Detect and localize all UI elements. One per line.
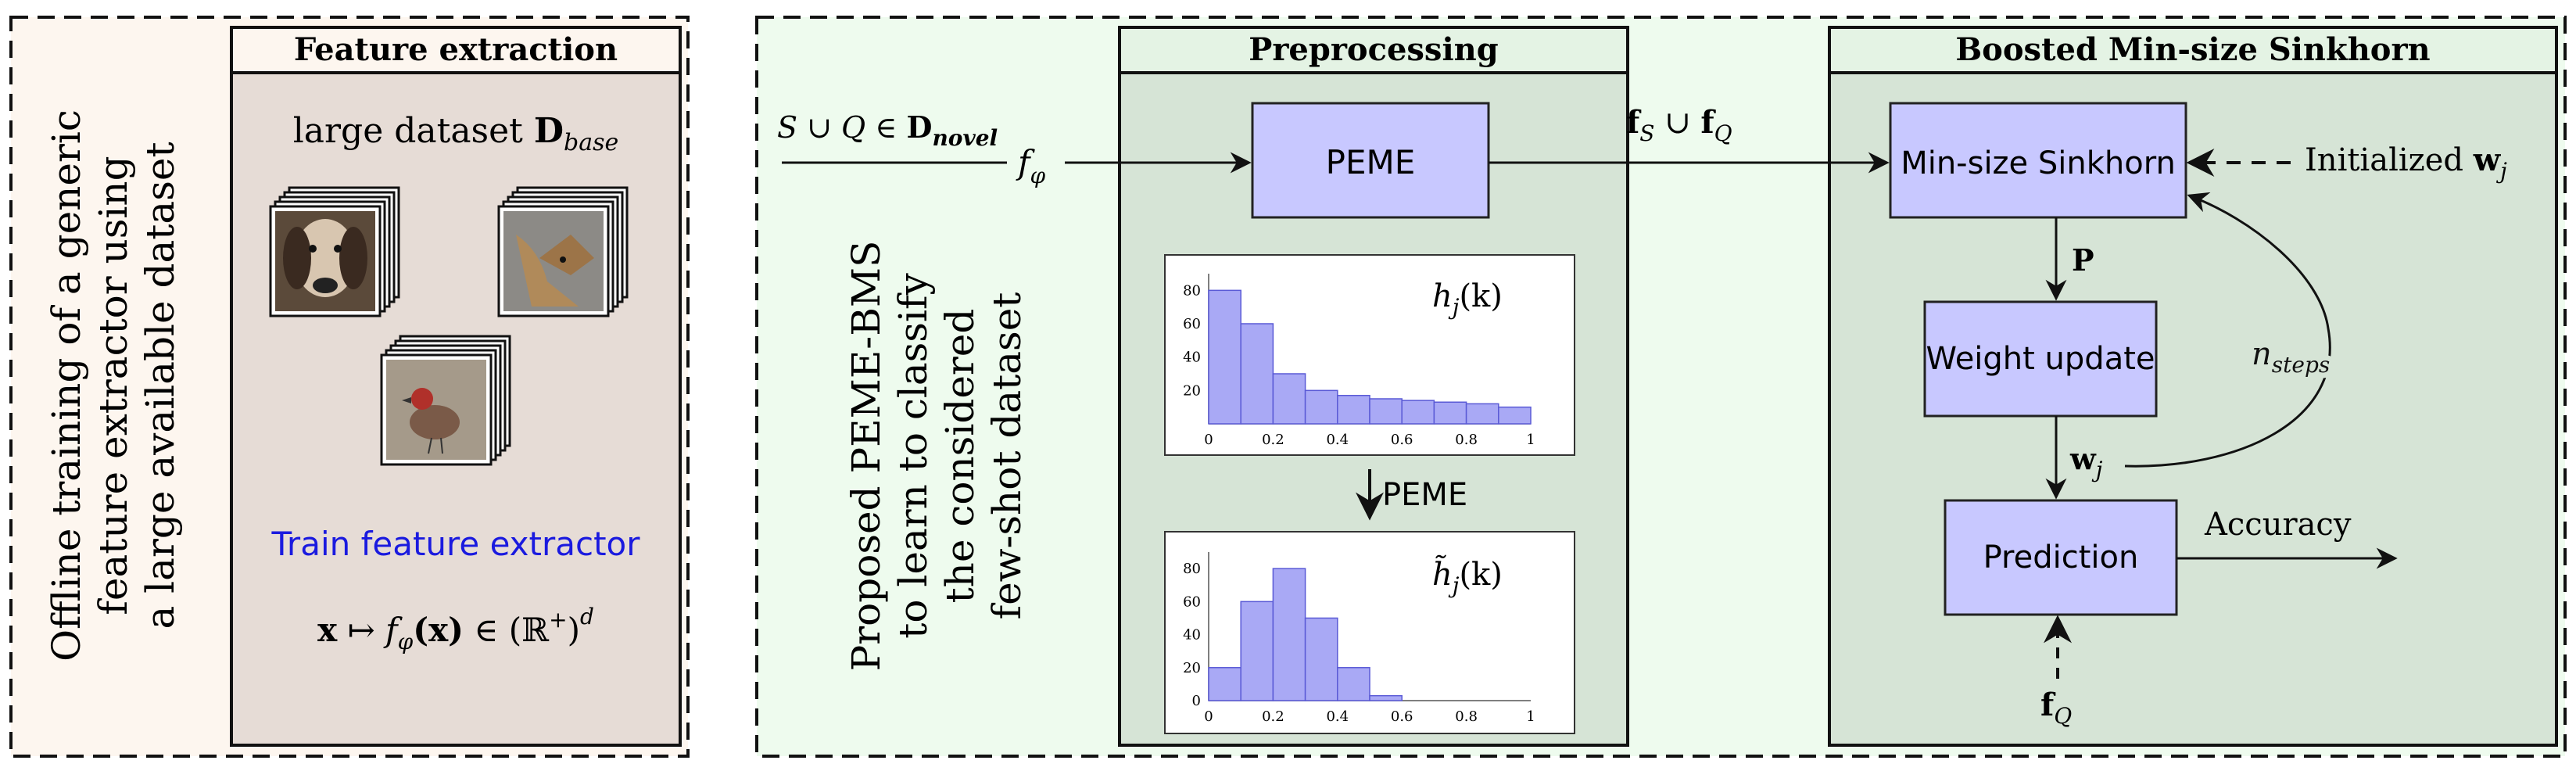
prediction-block — [1944, 499, 2178, 616]
histogram-bar — [1240, 323, 1274, 425]
weight-update-block — [1923, 300, 2158, 418]
preprocessing-title: Preprocessing — [1249, 31, 1498, 68]
prediction-block-label: Prediction — [1983, 540, 2139, 576]
fq-label: fQ — [2040, 687, 2072, 729]
left-caption-line-3: a large available dataset — [138, 142, 183, 629]
histogram-bar — [1272, 568, 1306, 701]
x-tick-label: 0 — [1204, 708, 1213, 725]
peme-block — [1251, 102, 1490, 219]
initialized-w-label: Initialized wj — [2305, 142, 2507, 184]
image-stack-bird — [380, 335, 511, 466]
histogram-2-frame — [1164, 531, 1575, 734]
y-tick-label: 40 — [1183, 350, 1201, 366]
nsteps-label: nsteps — [2252, 336, 2330, 378]
train-feature-extractor-label: Train feature extractor — [270, 525, 640, 563]
right-caption-line-3: the considered — [937, 309, 983, 604]
left-vertical-caption: Offline training of a generic feature ex… — [44, 109, 183, 662]
histogram-bar — [1304, 617, 1338, 701]
input-set-label: S ∪ Q ∈ Dnovel — [777, 109, 998, 151]
x-tick-label: 0.8 — [1455, 708, 1478, 725]
x-tick-label: 0.6 — [1391, 708, 1413, 725]
histogram-bar — [1272, 373, 1306, 425]
image-stack-dog — [269, 186, 400, 317]
extractor-formula: x ↦ fφ(x) ∈ (ℝ+)d — [317, 604, 594, 654]
histogram-1: 0 0.2 0.4 0.6 0.8 1 20 40 60 80 — [1183, 274, 1535, 448]
histogram-2-label: h̃j(k) — [1432, 554, 1503, 598]
right-caption-line-4: few-shot dataset — [984, 292, 1030, 620]
left-caption-line-1: Offline training of a generic — [44, 109, 89, 662]
y-tick-label: 40 — [1183, 627, 1201, 644]
right-caption-line-2: to learn to classify — [890, 273, 936, 639]
y-tick-label: 80 — [1183, 282, 1201, 299]
x-tick-label: 0.6 — [1391, 432, 1413, 448]
peme-block-label: PEME — [1326, 143, 1416, 181]
histogram-bar — [1208, 667, 1241, 701]
left-caption-line-2: feature extractor using — [91, 156, 136, 615]
histogram-2: 0 0.2 0.4 0.6 0.8 1 0 20 40 60 80 — [1183, 552, 1535, 725]
preprocessing-title-bar — [1118, 26, 1629, 74]
x-tick-label: 0.4 — [1326, 708, 1349, 725]
right-caption-line-1: Proposed PEME-BMS — [844, 241, 889, 672]
histogram-bar — [1498, 406, 1532, 425]
x-tick-label: 0.8 — [1455, 432, 1478, 448]
sinkhorn-block-label: Min-size Sinkhorn — [1901, 145, 2176, 181]
feature-extraction-title: Feature extraction — [294, 31, 618, 68]
peme-arrow-label: PEME — [1382, 477, 1467, 513]
image-stack-deer — [497, 186, 629, 317]
right-vertical-caption: Proposed PEME-BMS to learn to classify t… — [844, 241, 1030, 672]
loop-back-arrow — [2124, 192, 2331, 468]
x-tick-label: 0.2 — [1262, 708, 1284, 725]
histogram-bar — [1401, 400, 1435, 425]
p-label: P — [2072, 242, 2094, 278]
histogram-bar — [1304, 389, 1338, 425]
sinkhorn-block — [1889, 102, 2187, 219]
y-tick-label: 80 — [1183, 561, 1201, 577]
histogram-bar — [1240, 601, 1274, 701]
y-tick-label: 20 — [1183, 382, 1201, 399]
x-tick-label: 1 — [1526, 708, 1535, 725]
features-label: fS ∪ fQ — [1626, 104, 1732, 146]
y-tick-label: 0 — [1192, 693, 1201, 709]
x-tick-label: 0 — [1204, 432, 1213, 448]
y-tick-label: 60 — [1183, 316, 1201, 332]
y-tick-label: 60 — [1183, 593, 1201, 610]
f-phi-label: fφ — [1016, 143, 1046, 188]
y-tick-label: 20 — [1183, 660, 1201, 676]
histogram-bar — [1337, 394, 1370, 425]
histogram-bar — [1208, 289, 1241, 425]
histogram-bar — [1369, 694, 1403, 701]
histogram-bar — [1369, 398, 1403, 425]
weight-update-block-label: Weight update — [1926, 341, 2155, 377]
feature-extraction-title-bar — [230, 26, 682, 74]
accuracy-label: Accuracy — [2204, 507, 2352, 543]
dataset-label: large dataset Dbase — [293, 111, 619, 156]
x-tick-label: 1 — [1526, 432, 1535, 448]
bms-title: Boosted Min-size Sinkhorn — [1955, 31, 2430, 68]
bms-title-bar — [1828, 26, 2558, 74]
histogram-1-label: hj(k) — [1432, 278, 1503, 320]
x-tick-label: 0.4 — [1326, 432, 1349, 448]
histogram-bar — [1337, 667, 1370, 701]
x-tick-label: 0.2 — [1262, 432, 1284, 448]
wj-label: wj — [2069, 441, 2103, 482]
histogram-bar — [1465, 403, 1499, 425]
histogram-bar — [1433, 401, 1467, 425]
